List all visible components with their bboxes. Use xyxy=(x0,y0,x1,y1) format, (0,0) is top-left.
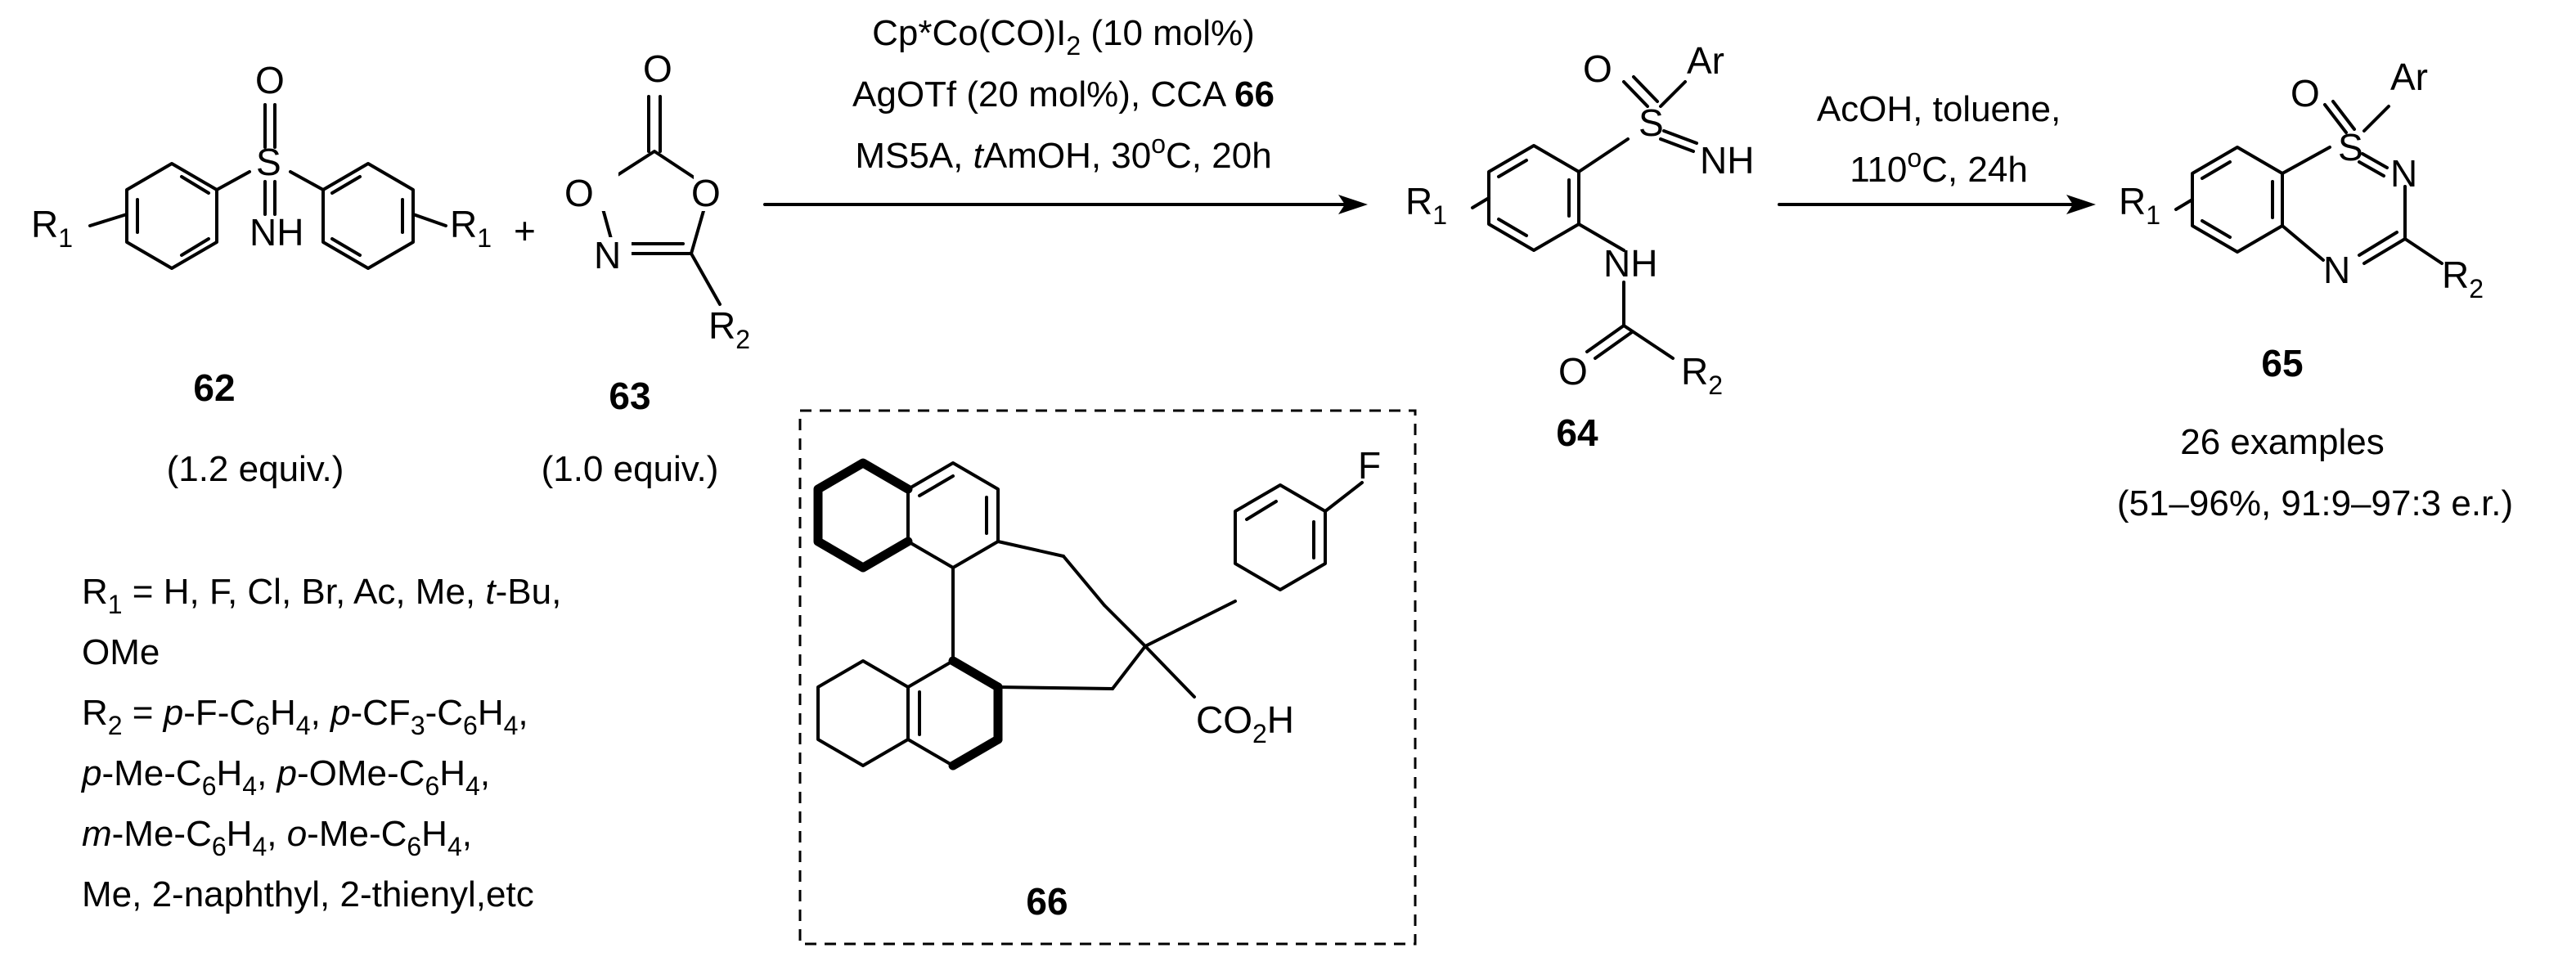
compound-62-equiv: (1.2 equiv.) xyxy=(167,449,344,489)
svg-text:Me, 2-naphthyl, 2-thienyl,etc: Me, 2-naphthyl, 2-thienyl,etc xyxy=(82,874,534,914)
atom-r2-63: R2 xyxy=(708,304,750,354)
compound-63-equiv: (1.0 equiv.) xyxy=(542,449,719,489)
compound-65-structure xyxy=(2174,100,2443,265)
atom-o-amide-64: O xyxy=(1558,350,1588,393)
compound-63-number: 63 xyxy=(609,375,650,417)
reaction-arrow-2 xyxy=(1778,195,2096,214)
svg-text:R1 = H, F, Cl, Br, Ac, Me, t-B: R1 = H, F, Cl, Br, Ac, Me, t-Bu, xyxy=(82,572,561,619)
step2-condition-2: 110oC, 24h xyxy=(1850,143,2028,190)
atom-r1-left-62: R1 xyxy=(31,203,73,253)
atom-n-top-65: N xyxy=(2390,152,2417,195)
atom-s-65: S xyxy=(2338,126,2363,168)
compound-65-yield: (51–96%, 91:9–97:3 e.r.) xyxy=(2117,483,2513,523)
atom-r1-65: R1 xyxy=(2119,180,2160,230)
compound-64-structure xyxy=(1471,75,1698,360)
atom-s-62: S xyxy=(256,141,281,183)
svg-text:p-Me-C6H4, p-OMe-C6H4,: p-Me-C6H4, p-OMe-C6H4, xyxy=(80,753,490,801)
atom-o-carbonyl-63: O xyxy=(643,47,672,90)
atom-co2h-66: CO2H xyxy=(1196,699,1294,748)
reaction-arrow-1 xyxy=(763,195,1368,214)
plus-sign: + xyxy=(514,209,536,252)
catalyst-66-box xyxy=(798,409,1417,946)
atom-ar-65: Ar xyxy=(2390,56,2428,98)
atom-o-ring2-63: O xyxy=(691,172,721,214)
substituent-list: R1 = H, F, Cl, Br, Ac, Me, t-Bu, OMe R2 … xyxy=(80,572,561,914)
step1-condition-2: AgOTf (20 mol%), CCA 66 xyxy=(852,74,1275,115)
atom-r2-64: R2 xyxy=(1681,350,1723,400)
atom-o-ring1-63: O xyxy=(564,172,594,214)
compound-62-structure xyxy=(88,103,447,270)
svg-text:OMe: OMe xyxy=(82,632,160,672)
atom-r1-64: R1 xyxy=(1405,180,1447,230)
atom-r1-right-62: R1 xyxy=(450,203,492,253)
atom-nh-sulfox-64: NH xyxy=(1700,139,1754,182)
svg-text:R2 = p-F-C6H4, p-CF3-C6H4,: R2 = p-F-C6H4, p-CF3-C6H4, xyxy=(82,693,528,740)
atom-n-63: N xyxy=(594,234,621,276)
atom-s-64: S xyxy=(1639,101,1664,144)
atom-r2-65: R2 xyxy=(2442,254,2484,303)
step2-condition-1: AcOH, toluene, xyxy=(1817,89,2061,129)
compound-65-number: 65 xyxy=(2261,342,2303,384)
atom-ar-64: Ar xyxy=(1687,39,1724,82)
atom-o-65: O xyxy=(2291,72,2320,115)
atom-f-66: F xyxy=(1358,444,1381,487)
step1-condition-3: MS5A, tAmOH, 30oC, 20h xyxy=(855,129,1271,176)
compound-62-number: 62 xyxy=(193,366,235,409)
svg-text:m-Me-C6H4, o-Me-C6H4,: m-Me-C6H4, o-Me-C6H4, xyxy=(82,814,472,861)
atom-o-64: O xyxy=(1583,47,1612,90)
atom-n-bottom-65: N xyxy=(2323,249,2350,291)
compound-66-number: 66 xyxy=(1026,880,1068,923)
step1-condition-1: Cp*Co(CO)I2 (10 mol%) xyxy=(872,13,1255,61)
atom-o-62: O xyxy=(255,59,285,101)
atom-nh-62: NH xyxy=(250,211,303,254)
compound-64-number: 64 xyxy=(1556,411,1598,454)
compound-65-examples: 26 examples xyxy=(2180,422,2384,462)
catalyst-66-structure xyxy=(813,458,1364,771)
atom-nh-amide-64: NH xyxy=(1603,242,1657,285)
